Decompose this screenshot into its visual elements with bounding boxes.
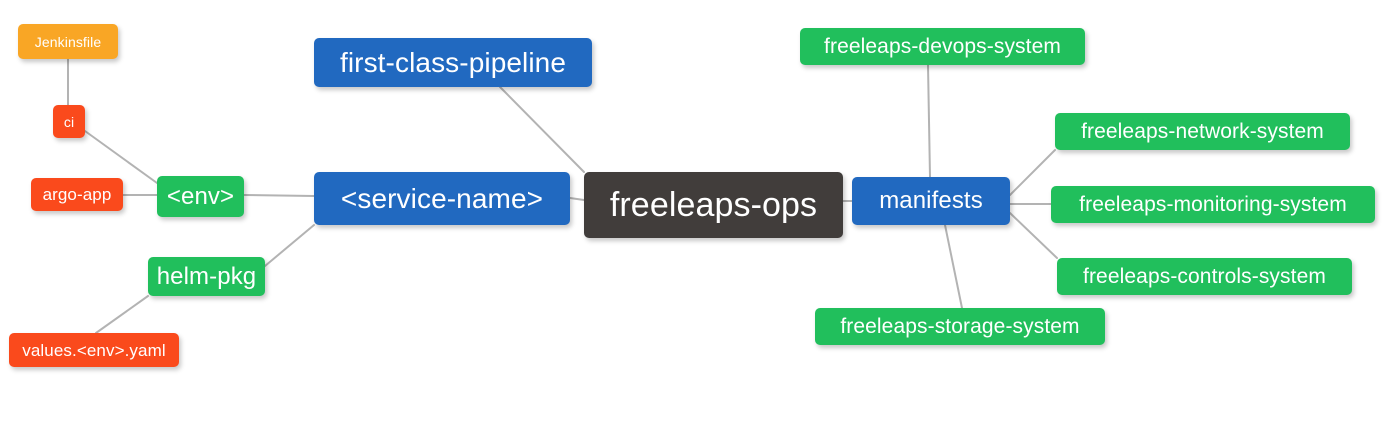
node-label: freeleaps-storage-system <box>840 315 1080 338</box>
node-label: freeleaps-controls-system <box>1083 265 1326 288</box>
node-freeleaps-monitoring-system[interactable]: freeleaps-monitoring-system <box>1051 186 1375 223</box>
edge-ci-to-env <box>84 130 158 184</box>
edge-service-name-to-helm-pkg <box>264 224 315 267</box>
node-argo-app[interactable]: argo-app <box>31 178 123 211</box>
edge-helm-pkg-to-values-yaml <box>95 295 149 334</box>
node-label: values.<env>.yaml <box>22 340 166 360</box>
node-service-name[interactable]: <service-name> <box>314 172 570 225</box>
node-freeleaps-storage-system[interactable]: freeleaps-storage-system <box>815 308 1105 345</box>
node-jenkinsfile[interactable]: Jenkinsfile <box>18 24 118 59</box>
node-env[interactable]: <env> <box>157 176 244 217</box>
edge-env-to-service-name <box>243 194 315 197</box>
node-freeleaps-devops-system[interactable]: freeleaps-devops-system <box>800 28 1085 65</box>
node-label: helm-pkg <box>156 262 257 290</box>
node-helm-pkg[interactable]: helm-pkg <box>148 257 265 296</box>
node-manifests[interactable]: manifests <box>852 177 1010 225</box>
node-freeleaps-ops[interactable]: freeleaps-ops <box>584 172 843 238</box>
node-label: manifests <box>879 187 983 214</box>
node-ci[interactable]: ci <box>53 105 85 138</box>
node-label: freeleaps-monitoring-system <box>1079 193 1347 216</box>
node-values-yaml[interactable]: values.<env>.yaml <box>9 333 179 367</box>
node-freeleaps-controls-system[interactable]: freeleaps-controls-system <box>1057 258 1352 295</box>
edge-service-name-to-freeleaps-ops <box>569 197 585 201</box>
node-label: freeleaps-ops <box>609 186 818 224</box>
node-label: Jenkinsfile <box>34 33 102 50</box>
node-label: first-class-pipeline <box>339 46 567 78</box>
node-label: <env> <box>166 182 235 210</box>
edge-manifests-to-freeleaps-storage-system <box>944 224 963 309</box>
node-label: freeleaps-network-system <box>1081 120 1324 143</box>
node-label: argo-app <box>42 185 112 204</box>
node-first-class-pipeline[interactable]: first-class-pipeline <box>314 38 592 87</box>
node-label: ci <box>63 113 75 130</box>
node-freeleaps-network-system[interactable]: freeleaps-network-system <box>1055 113 1350 150</box>
edge-manifests-to-freeleaps-controls-system <box>1009 212 1058 259</box>
edge-first-class-pipeline-to-freeleaps-ops <box>499 86 585 173</box>
edge-manifests-to-freeleaps-network-system <box>1009 149 1056 196</box>
node-label: freeleaps-devops-system <box>824 35 1061 58</box>
node-label: <service-name> <box>340 182 544 214</box>
edge-manifests-to-freeleaps-devops-system <box>927 64 931 178</box>
